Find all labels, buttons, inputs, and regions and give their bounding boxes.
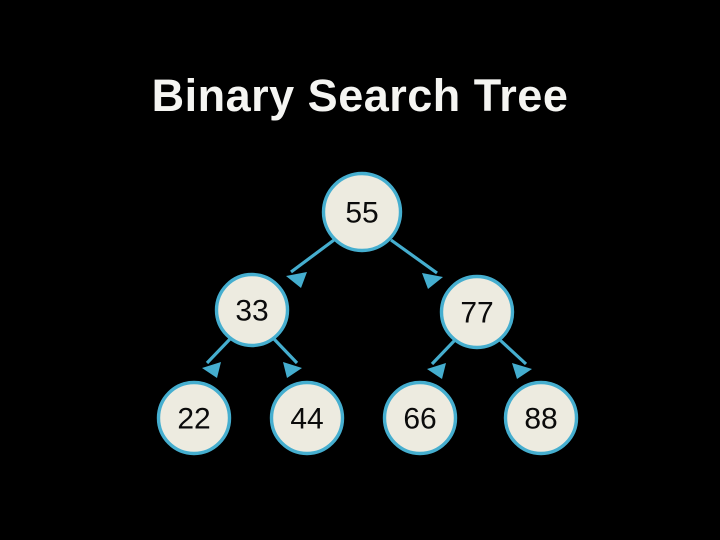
arrowhead-icon [202,362,221,378]
arrowhead-icon [286,272,307,288]
tree-node-88[interactable]: 88 [503,380,579,456]
edge-line [498,338,528,366]
node-label: 55 [345,197,378,230]
tree-node-66[interactable]: 66 [382,380,458,456]
tree-nodes: 55 33 77 22 44 66 [156,171,579,456]
node-label: 22 [177,403,210,436]
edge-77-to-88 [498,338,532,379]
tree-node-22[interactable]: 22 [156,380,232,456]
tree-edges [202,238,532,379]
arrowhead-icon [427,363,446,379]
node-label: 77 [460,297,493,330]
node-circle[interactable] [156,380,232,456]
edge-line [290,238,335,274]
node-label: 44 [290,403,323,436]
arrowhead-icon [283,362,302,378]
node-circle[interactable] [321,171,403,253]
node-circle[interactable] [382,380,458,456]
tree-node-77[interactable]: 77 [439,274,515,350]
edge-33-to-22 [202,337,232,378]
node-circle[interactable] [439,274,515,350]
edge-77-to-66 [427,338,457,379]
node-circle[interactable] [503,380,579,456]
edge-55-to-77 [390,238,443,289]
edge-33-to-44 [272,337,302,378]
node-label: 66 [403,403,436,436]
edge-line [272,337,299,365]
tree-node-33[interactable]: 33 [214,272,290,348]
edge-line [390,238,438,275]
edge-line [205,337,232,365]
node-label: 88 [524,403,557,436]
page-title: Binary Search Tree [151,70,569,121]
arrowhead-icon [422,273,443,289]
edge-line [430,338,457,366]
tree-node-44[interactable]: 44 [269,380,345,456]
tree-node-55[interactable]: 55 [321,171,403,253]
node-label: 33 [235,295,268,328]
node-circle[interactable] [269,380,345,456]
edge-55-to-33 [286,238,335,288]
arrowhead-icon [512,363,532,379]
node-circle[interactable] [214,272,290,348]
